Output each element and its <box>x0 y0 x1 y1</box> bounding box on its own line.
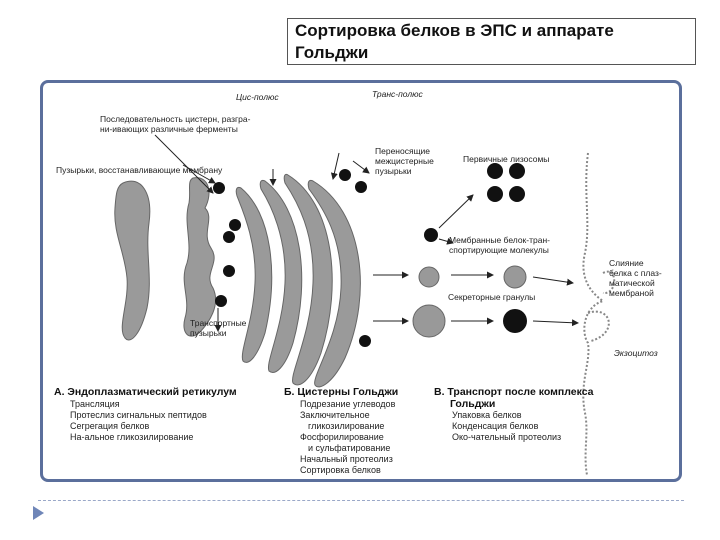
section-c-heading-1: В. Транспорт после комплекса <box>434 386 594 398</box>
section-b-item: гликозилирование <box>308 421 385 431</box>
secretory-granules-label: Секреторные гранулы <box>448 292 536 302</box>
section-a-item: На-альное гликозилирование <box>70 432 194 442</box>
secretory-granule-dark <box>503 309 527 333</box>
exocytosis-pit <box>587 310 610 342</box>
flow-arrows <box>154 134 579 332</box>
carrying-label-1: Переносящие <box>375 146 431 156</box>
section-b-item: Сортировка белков <box>300 465 381 475</box>
footer-divider <box>38 500 684 501</box>
section-b-item: Заключительное <box>300 410 370 420</box>
section-b-item: и сульфатирование <box>308 443 391 453</box>
transport-vesicles-label-1: Транспортные <box>190 318 247 328</box>
slide-bullet-icon <box>33 506 44 520</box>
section-a-item: Протеслиз сигнальных пептидов <box>70 410 207 420</box>
section-a-heading: А. Эндоплазматический ретикулум <box>54 386 237 398</box>
carrying-label-2: межцистерные <box>375 156 434 166</box>
fusion-vesicle <box>602 270 616 294</box>
section-b-item: Начальный протеолиз <box>300 454 393 464</box>
primary-lysosomes <box>487 163 525 202</box>
cis-er-region <box>183 177 217 337</box>
exocytosis-label: Экзоцитоз <box>614 348 658 358</box>
fusion-label-1: Слияние <box>609 258 644 268</box>
golgi-cisterna-3 <box>283 173 333 386</box>
transport-vesicles-label-2: пузырьки <box>190 328 227 338</box>
membrane-carrier-label-1: Мембранные белок-тран- <box>449 235 550 245</box>
golgi-cisterna-4 <box>307 179 361 388</box>
fusion-label-4: мембраной <box>609 288 654 298</box>
secretory-granules-gray <box>412 265 527 338</box>
section-a-list: Трансляция Протеслиз сигнальных пептидов… <box>70 399 207 443</box>
golgi-cisterna-1 <box>235 186 273 363</box>
golgi-diagram <box>114 134 616 476</box>
fusion-label-3: матической <box>609 278 655 288</box>
golgi-cisterna-2 <box>259 179 303 373</box>
section-c-item: Конденсация белков <box>452 421 539 431</box>
sequence-label-1: Последовательность цистерн, разгра- <box>100 114 251 124</box>
vesicles-restoring-label: Пузырьки, восстанавливающие мембрану <box>56 165 223 175</box>
section-c-heading-2: Гольджи <box>450 398 496 410</box>
section-a-item: Трансляция <box>70 399 120 409</box>
trans-pole-label: Транс-полюс <box>372 89 423 99</box>
membrane-carrier-label-2: спортирующие молекулы <box>449 245 549 255</box>
section-c-item: Упаковка белков <box>452 410 522 420</box>
sequence-label-2: ни-ивающих различные ферменты <box>100 124 238 134</box>
section-b-item: Фосфорилирование <box>300 432 384 442</box>
er-membrane <box>114 180 151 341</box>
plasma-membrane <box>582 152 606 476</box>
section-a-item: Сегрегация белков <box>70 421 150 431</box>
section-c-list: Упаковка белков Конденсация белков Око-ч… <box>452 410 561 443</box>
section-b-heading: Б. Цистерны Гольджи <box>284 386 399 398</box>
fusion-label-2: белка с плаз- <box>609 268 662 278</box>
cis-pole-label: Цис-полюс <box>236 92 279 102</box>
section-b-list: Подрезание углеводов Заключительное глик… <box>300 399 395 476</box>
transport-vesicles <box>213 169 438 347</box>
carrying-label-3: пузырьки <box>375 166 412 176</box>
section-c-item: Око-чательный протеолиз <box>452 432 562 442</box>
primary-lysosomes-label: Первичные лизосомы <box>463 154 550 164</box>
section-b-item: Подрезание углеводов <box>300 399 396 409</box>
title-box <box>287 18 696 65</box>
slide-title: Сортировка белков в ЭПС и аппарате Гольд… <box>295 21 614 62</box>
